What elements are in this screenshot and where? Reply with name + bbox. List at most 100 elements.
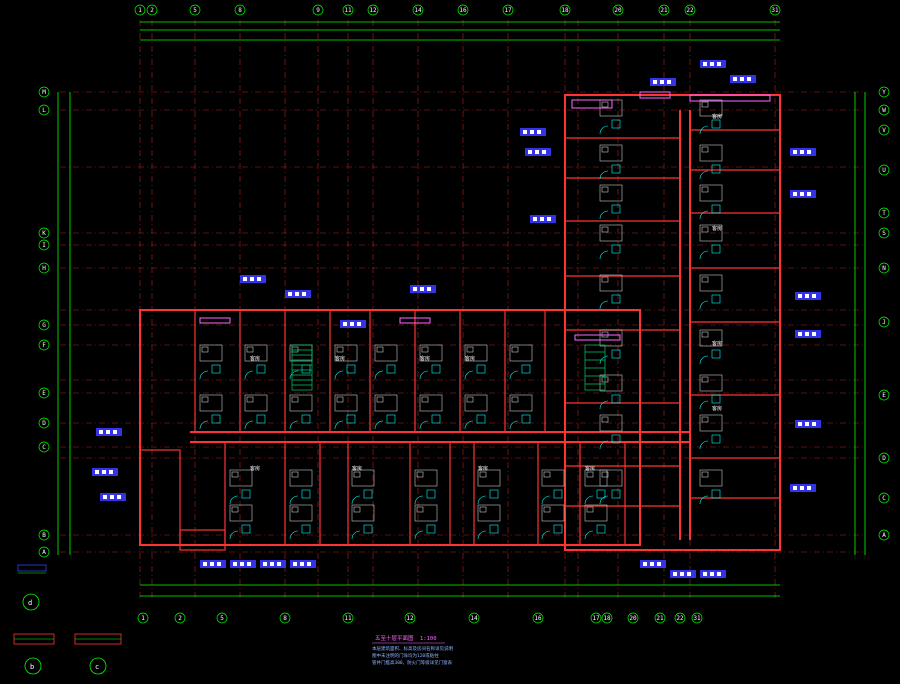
grid-bubble-top: 5 bbox=[189, 4, 201, 16]
grid-bubble-left: F bbox=[38, 339, 50, 351]
grid-bubble-bottom: 31 bbox=[691, 612, 703, 624]
grid-bubble-top: 9 bbox=[312, 4, 324, 16]
grid-bubble-top: 2 bbox=[146, 4, 158, 16]
grid-bubble-bottom: 21 bbox=[654, 612, 666, 624]
grid-bubble-top: 21 bbox=[658, 4, 670, 16]
grid-bubble-top: 18 bbox=[559, 4, 571, 16]
detail-marker-b bbox=[24, 657, 42, 675]
furniture-layer bbox=[199, 91, 771, 540]
room-partitions bbox=[139, 129, 780, 551]
grid-bubble-right: U bbox=[878, 164, 890, 176]
grid-bubble-top: 22 bbox=[684, 4, 696, 16]
detail-marker-d bbox=[22, 593, 40, 611]
detail-callouts: d b c bbox=[13, 564, 122, 675]
grid-bubble-left: D bbox=[38, 417, 50, 429]
svg-text:1: 1 bbox=[138, 7, 142, 14]
svg-text:V: V bbox=[882, 127, 886, 134]
svg-text:20: 20 bbox=[629, 615, 637, 622]
svg-text:9: 9 bbox=[316, 7, 320, 14]
svg-text:12: 12 bbox=[369, 7, 377, 14]
room-label: 客房 bbox=[420, 355, 430, 362]
grid-bubble-left: E bbox=[38, 387, 50, 399]
grid-bubble-bottom: 1 bbox=[137, 612, 149, 624]
room-label: 客房 bbox=[465, 355, 475, 362]
grid-bubble-left: I bbox=[38, 239, 50, 251]
grid-bubble-right: W bbox=[878, 104, 890, 116]
room-label: 客房 bbox=[352, 465, 362, 472]
room-label: 客房 bbox=[712, 340, 722, 347]
detail-marker-c bbox=[89, 657, 107, 675]
grid-bubble-bottom: 11 bbox=[342, 612, 354, 624]
detail-label-b: b bbox=[30, 663, 34, 671]
room-label: 客房 bbox=[335, 355, 345, 362]
grid-bubble-bottom: 22 bbox=[674, 612, 686, 624]
svg-text:12: 12 bbox=[406, 615, 414, 622]
grid-bubble-right: V bbox=[878, 124, 890, 136]
grid-bubble-bottom: 17 bbox=[590, 612, 602, 624]
building-outline bbox=[139, 94, 781, 551]
grid-bubble-top: 16 bbox=[457, 4, 469, 16]
grid-bubble-right: D bbox=[878, 452, 890, 464]
grid-bubble-left: A bbox=[38, 546, 50, 558]
svg-text:D: D bbox=[882, 455, 886, 462]
svg-text:14: 14 bbox=[470, 615, 478, 622]
svg-text:31: 31 bbox=[693, 615, 701, 622]
svg-text:8: 8 bbox=[283, 615, 287, 622]
grid-bubble-bottom: 2 bbox=[174, 612, 186, 624]
svg-text:8: 8 bbox=[238, 7, 242, 14]
detail-label-d: d bbox=[28, 599, 32, 607]
svg-text:S: S bbox=[882, 230, 886, 237]
grid-bubble-right: T bbox=[878, 207, 890, 219]
grid-bubble-bottom: 20 bbox=[627, 612, 639, 624]
svg-text:21: 21 bbox=[660, 7, 668, 14]
grid-bubble-right: J bbox=[878, 316, 890, 328]
stair-core bbox=[291, 344, 606, 391]
svg-text:14: 14 bbox=[414, 7, 422, 14]
svg-text:C: C bbox=[42, 444, 46, 451]
room-label: 客房 bbox=[478, 465, 488, 472]
grid-bubble-left: M bbox=[38, 86, 50, 98]
grid-bubble-bottom: 8 bbox=[279, 612, 291, 624]
svg-text:18: 18 bbox=[603, 615, 611, 622]
grid-bubble-top: 17 bbox=[502, 4, 514, 16]
svg-text:17: 17 bbox=[504, 7, 512, 14]
svg-text:T: T bbox=[882, 210, 886, 217]
note-1: 本层建筑面积、标高及房间名称详见说明 bbox=[372, 645, 453, 652]
dimension-tags bbox=[92, 60, 821, 578]
grid-bubble-left: G bbox=[38, 319, 50, 331]
svg-text:J: J bbox=[882, 319, 886, 326]
svg-text:31: 31 bbox=[771, 7, 779, 14]
grid-bubble-left: H bbox=[38, 262, 50, 274]
svg-text:E: E bbox=[882, 392, 886, 399]
svg-text:C: C bbox=[882, 495, 886, 502]
svg-text:U: U bbox=[882, 167, 886, 174]
svg-text:I: I bbox=[42, 242, 46, 249]
svg-text:16: 16 bbox=[534, 615, 542, 622]
svg-text:L: L bbox=[42, 107, 46, 114]
svg-text:1: 1 bbox=[141, 615, 145, 622]
title-block: 五至十层平面图 1:100 本层建筑面积、标高及房间名称详见说明 图中未注明的门… bbox=[372, 634, 453, 666]
svg-text:2: 2 bbox=[178, 615, 182, 622]
svg-text:5: 5 bbox=[220, 615, 224, 622]
room-label: 客房 bbox=[712, 113, 722, 120]
grid-bubble-right: E bbox=[878, 389, 890, 401]
svg-text:20: 20 bbox=[614, 7, 622, 14]
grid-bubble-top: 20 bbox=[612, 4, 624, 16]
grid-bubble-top: 8 bbox=[234, 4, 246, 16]
svg-text:16: 16 bbox=[459, 7, 467, 14]
svg-text:5: 5 bbox=[193, 7, 197, 14]
svg-text:D: D bbox=[42, 420, 46, 427]
grid-bubble-bottom: 12 bbox=[404, 612, 416, 624]
grid-bubble-top: 14 bbox=[412, 4, 424, 16]
detail-label-c: c bbox=[95, 663, 99, 671]
grid-bubble-right: A bbox=[878, 529, 890, 541]
svg-text:B: B bbox=[42, 532, 46, 539]
svg-text:2: 2 bbox=[150, 7, 154, 14]
note-2: 图中未注明的门垛均为120或贴柱 bbox=[372, 652, 439, 659]
svg-text:M: M bbox=[42, 89, 46, 96]
grid-bubble-right: C bbox=[878, 492, 890, 504]
svg-text:11: 11 bbox=[344, 615, 352, 622]
svg-text:G: G bbox=[42, 322, 46, 329]
